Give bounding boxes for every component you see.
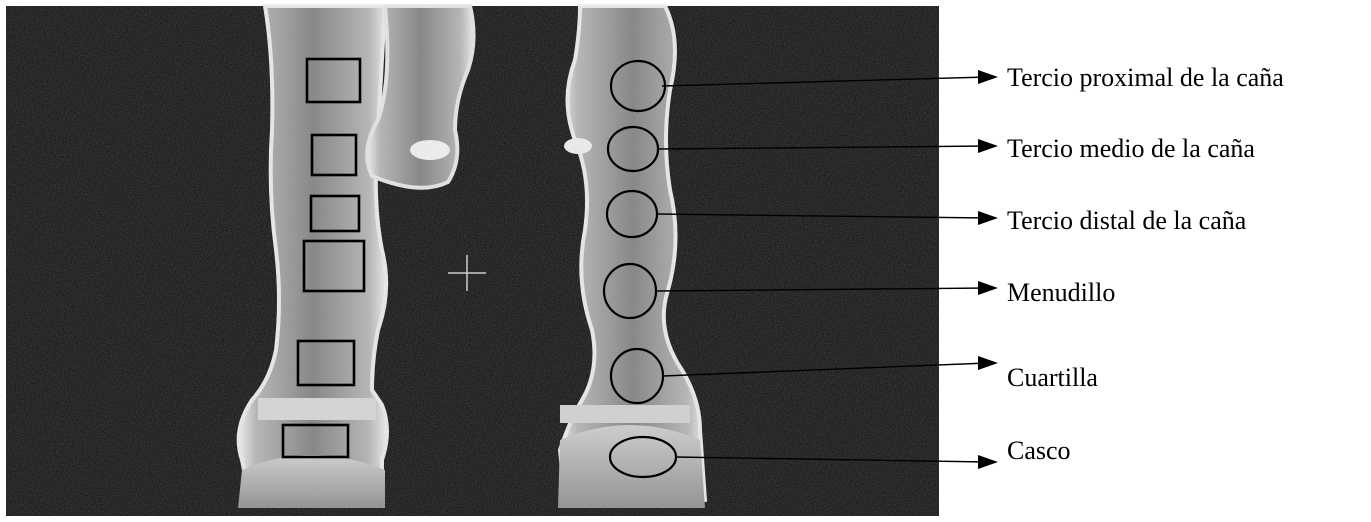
label-tercio-distal: Tercio distal de la caña xyxy=(1007,206,1247,235)
label-menudillo: Menudillo xyxy=(1007,278,1115,307)
label-tercio-proximal: Tercio proximal de la caña xyxy=(1007,63,1284,92)
region-labels: Tercio proximal de la caña Tercio medio … xyxy=(1007,63,1284,465)
label-tercio-medio: Tercio medio de la caña xyxy=(1007,134,1255,163)
label-casco: Casco xyxy=(1007,436,1071,465)
label-cuartilla: Cuartilla xyxy=(1007,363,1098,392)
